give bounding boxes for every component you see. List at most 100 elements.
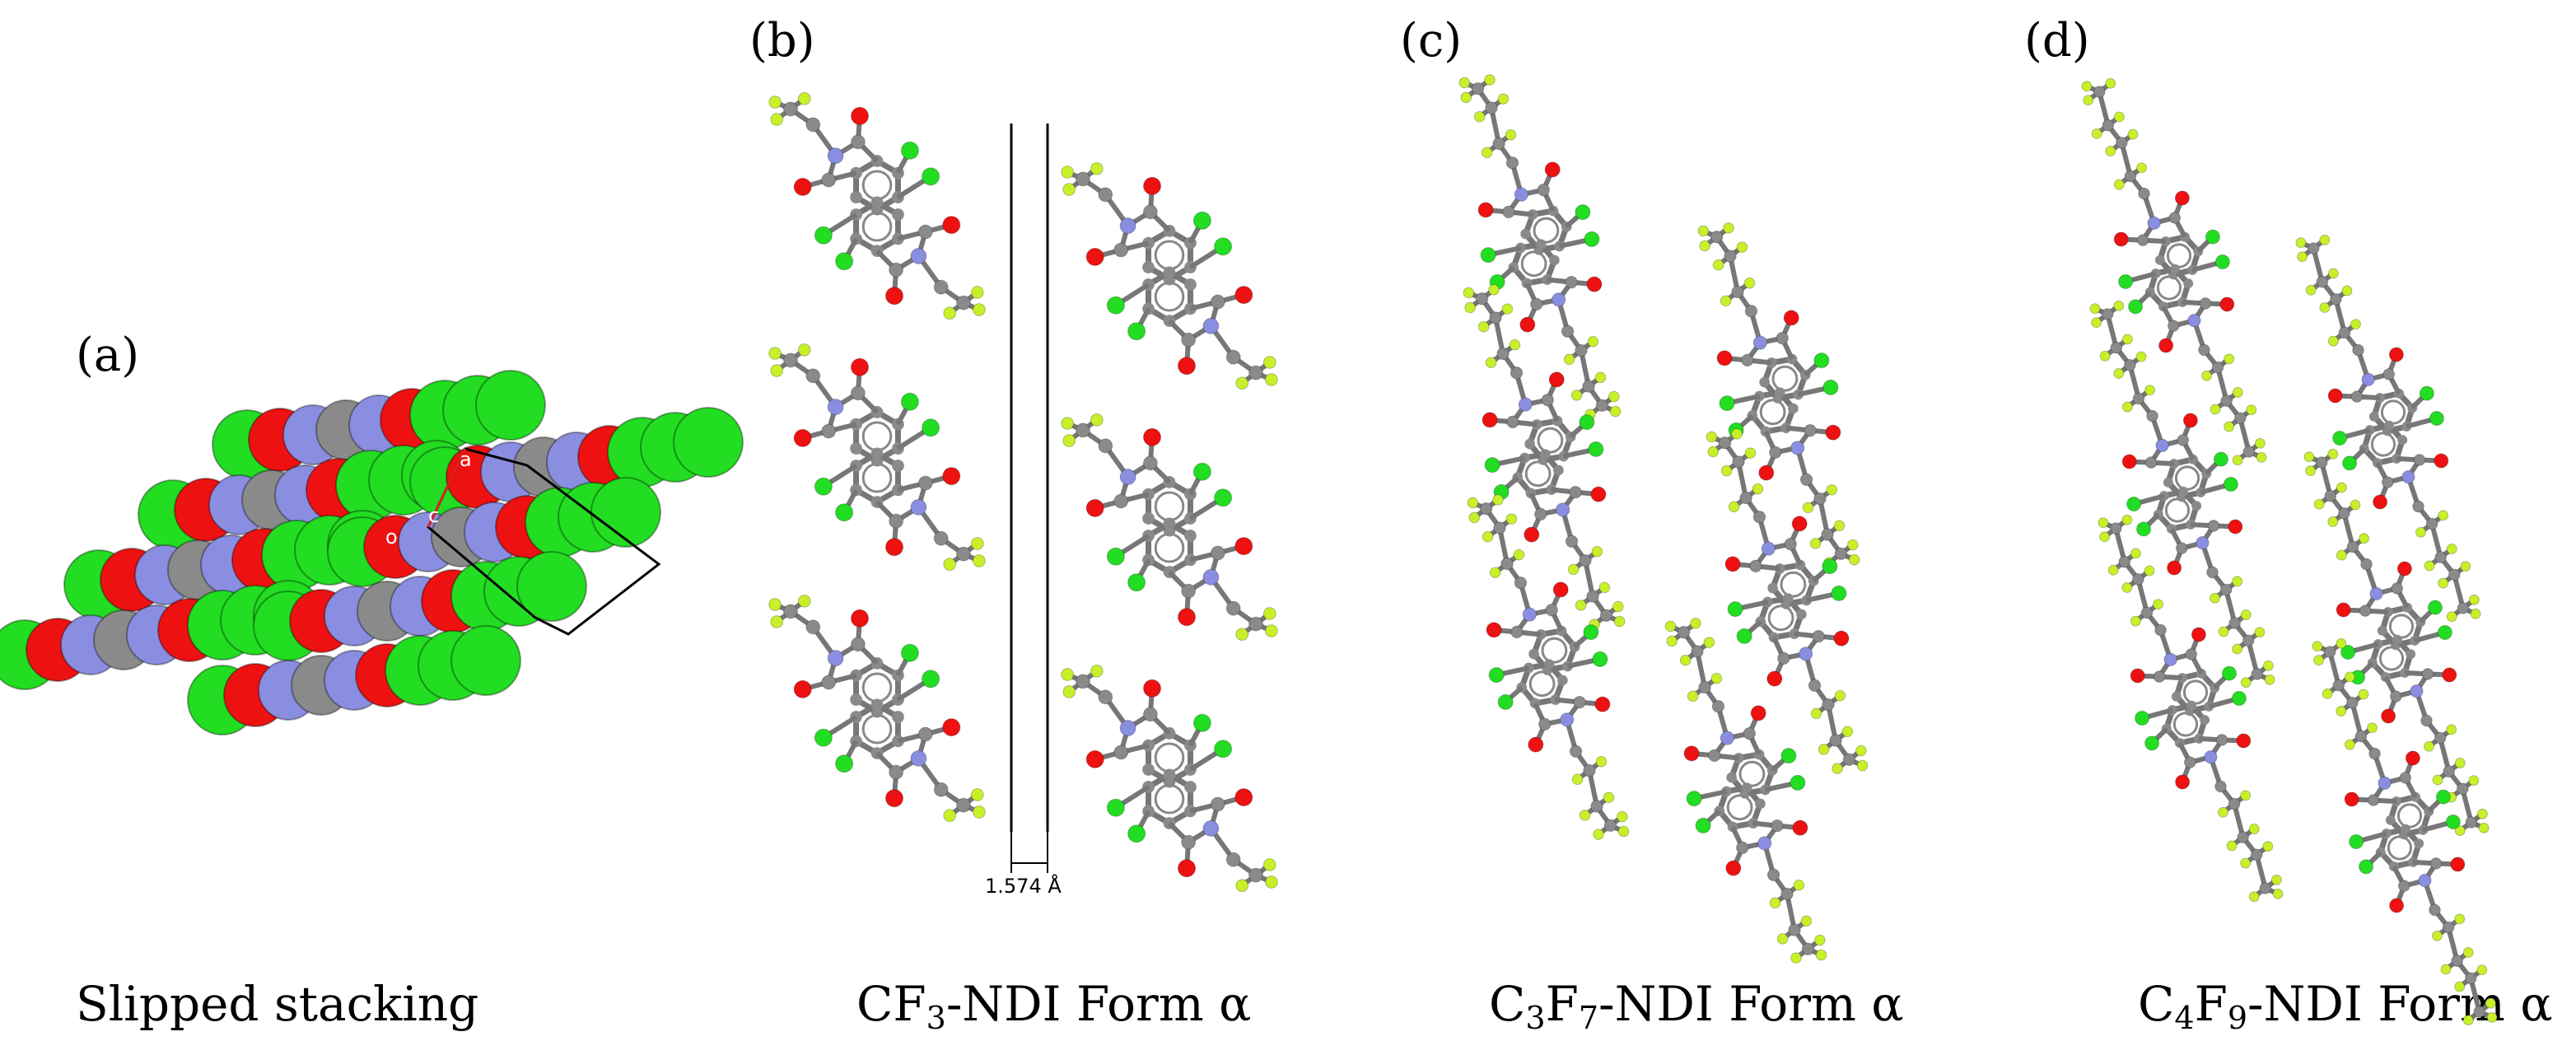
atom [2468,594,2480,605]
atom [2470,608,2481,619]
atom [2098,517,2109,529]
atom [2128,299,2144,315]
atom [827,399,844,416]
atom [1833,520,1846,532]
atom [2214,254,2230,269]
atom [2118,274,2134,290]
atom [1548,371,1565,388]
atom [2199,297,2212,310]
atom [1143,176,1161,195]
atom [2336,602,2351,618]
caption-a: Slipped stacking [76,976,479,1032]
atom [1592,651,1608,667]
atom [2144,565,2155,577]
atom [1565,535,1579,549]
atom [1744,447,1757,459]
atom [793,177,812,196]
atom [973,805,986,819]
atom [2388,347,2404,362]
atom [2113,300,2125,311]
atom [2415,526,2426,538]
atom [1480,247,1496,264]
atom [1790,441,1805,455]
atom [1061,166,1074,179]
atom [1106,798,1125,817]
atom [889,513,903,529]
atom [1062,183,1076,196]
atom [922,167,940,186]
atom [1818,744,1830,755]
atom [910,749,927,767]
atom [1822,379,1839,395]
atom [1510,625,1524,639]
atom [2215,734,2228,746]
atom [1716,350,1733,366]
atom [1706,431,1718,443]
atom [1458,77,1471,89]
atom [1119,720,1136,737]
atom [1790,952,1802,964]
atom [1804,423,1817,437]
atom [2099,350,2111,362]
atom [2327,268,2339,279]
atom [2438,577,2449,589]
carbon-atom [870,698,884,712]
atom [851,637,866,652]
carbon-atom [870,196,884,209]
atom [1743,726,1756,740]
atom [956,546,971,562]
atom [2324,489,2337,502]
ndi-molecule [1061,161,1278,390]
carbon-atom [850,693,862,706]
atom [1265,373,1278,386]
atom [2240,790,2252,801]
atom [1822,698,1835,712]
atom [2144,456,2158,469]
atom [2154,623,2167,637]
atom [2124,170,2137,183]
atom [1509,338,1521,351]
atom [2246,404,2257,416]
caption-d-part2: F [2194,976,2228,1032]
atom [956,797,971,813]
atom [2344,671,2355,683]
atom [1792,819,1808,836]
atom [2346,540,2359,553]
atom [1484,457,1500,474]
atom [1608,390,1620,403]
atom [2322,688,2333,699]
atom [1802,502,1814,514]
atom [2121,401,2133,413]
carbon-atom [1142,512,1155,525]
carbon-atom [870,447,884,460]
atom [1248,365,1263,380]
atom [814,728,833,747]
atom [2113,231,2129,247]
atom [2224,353,2235,365]
atom [2327,516,2339,527]
atom [2313,498,2325,510]
atom [2468,775,2480,787]
atom [2359,605,2372,617]
atom [2360,558,2373,571]
atom [885,538,903,557]
atom [2140,606,2154,619]
atom [1769,446,1782,460]
caption-c-sub2: 7 [1578,1000,1599,1036]
ndi-molecule [1463,284,1626,630]
atom [1262,356,1276,369]
space-filling-atom [475,370,546,441]
atom [1505,156,1519,170]
atom [942,718,961,737]
atom [835,252,854,271]
atom [2295,237,2307,249]
ndi-molecule [2295,234,2481,623]
atom [2358,689,2369,700]
atom [2442,921,2455,934]
atom [2457,602,2470,614]
atom [2107,564,2119,576]
carbon-atom [2191,501,2202,511]
atom [2346,696,2359,709]
atom [1784,537,1797,551]
atom [2381,476,2394,488]
